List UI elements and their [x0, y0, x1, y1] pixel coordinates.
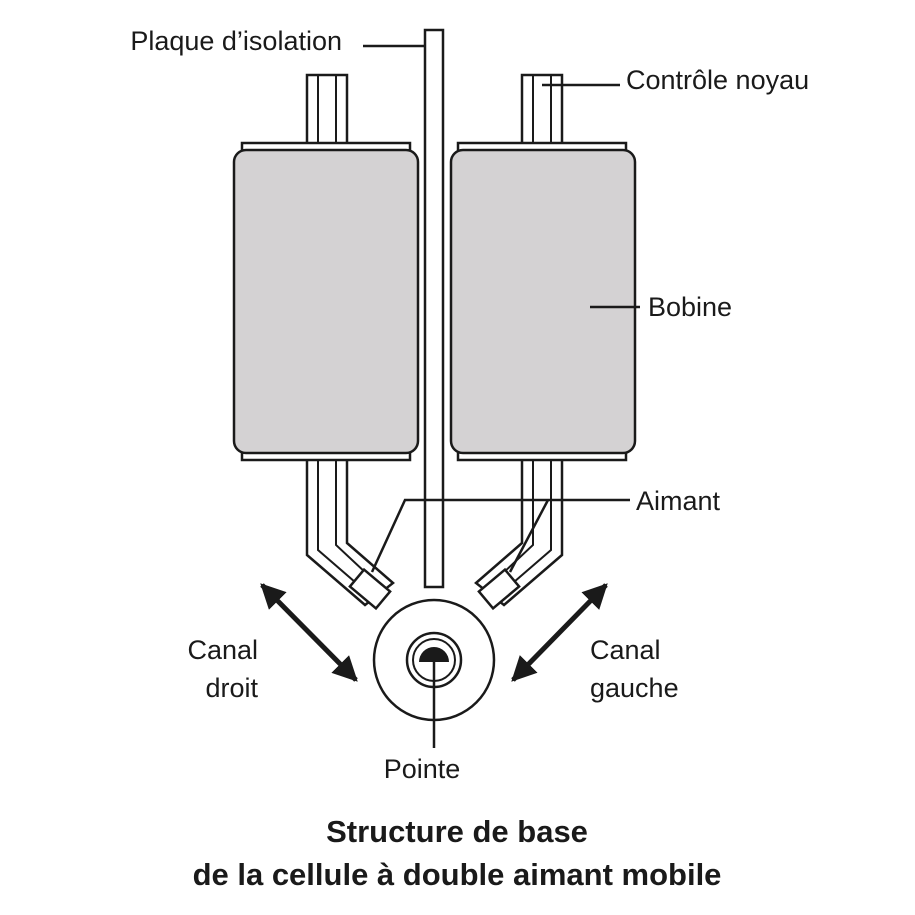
leader-aimant-left — [370, 498, 630, 573]
right-magnet — [477, 567, 521, 611]
left-magnet — [348, 567, 392, 611]
leader-aimant-right — [508, 499, 550, 573]
left-coil — [232, 141, 420, 462]
isolation-plate — [423, 28, 445, 589]
right-core-upper — [520, 73, 564, 147]
right-coil — [449, 141, 637, 462]
label-controle: Contrôle noyau — [626, 65, 809, 95]
left-core-upper — [305, 73, 349, 147]
left-channel-arrow — [511, 583, 608, 682]
label-canal-gauche-1: Canal — [590, 635, 661, 665]
label-plaque: Plaque d’isolation — [130, 26, 342, 56]
label-aimant: Aimant — [636, 486, 721, 516]
label-pointe: Pointe — [384, 754, 461, 784]
label-canal-droit-1: Canal — [187, 635, 258, 665]
right-channel-arrow — [260, 583, 358, 682]
caption-line2: de la cellule à double aimant mobile — [193, 857, 722, 892]
label-canal-droit-2: droit — [205, 673, 258, 703]
label-bobine: Bobine — [648, 292, 732, 322]
label-canal-gauche-2: gauche — [590, 673, 679, 703]
caption-line1: Structure de base — [326, 814, 588, 849]
